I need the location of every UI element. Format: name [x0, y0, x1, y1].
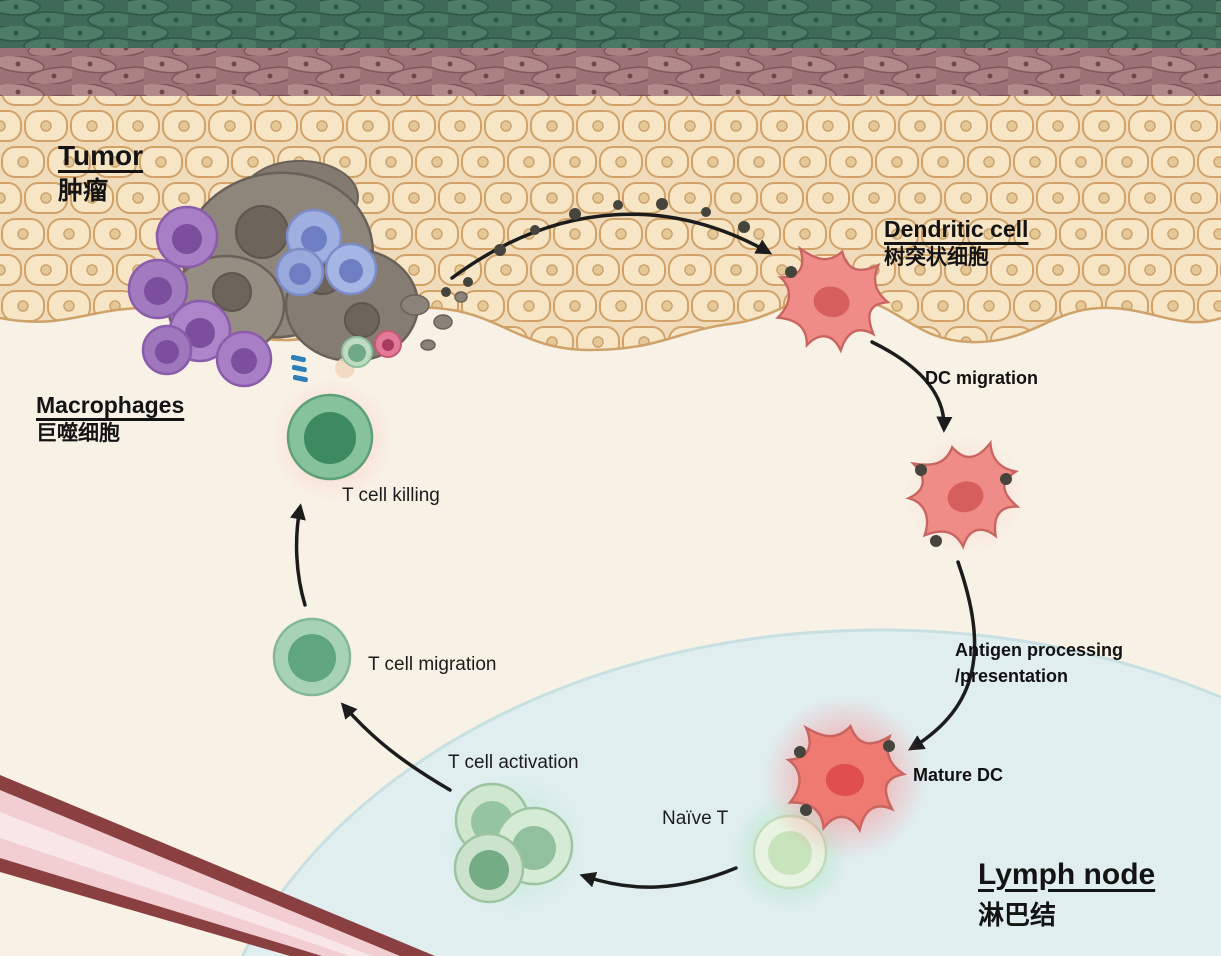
tumor-base-cells: [290, 330, 402, 383]
dying-tumor-cell: [374, 330, 402, 358]
blue-cells: [275, 208, 378, 297]
antigen-dots: [441, 198, 750, 297]
lymph-node-label: Lymph node 淋巴结: [978, 858, 1155, 930]
macrophage-cells: [127, 205, 273, 388]
dendritic-cell-label-zh: 树突状细胞: [884, 246, 989, 270]
macrophages-label-en: Macrophages: [36, 392, 185, 418]
antigen-processing-line1: Antigen processing: [955, 640, 1124, 660]
arrow-activation-to-migration: [340, 702, 452, 792]
presented-antigens: [794, 740, 895, 816]
lymph-node-label-en: Lymph node: [978, 858, 1156, 891]
immune-synapse-icon: [290, 354, 308, 383]
tumor-label-en: Tumor: [58, 140, 144, 171]
blood-vessel: [0, 775, 435, 956]
arrow-naive-to-activation: [579, 866, 738, 889]
vessel-lumen: [0, 790, 400, 956]
macrophages-label: Macrophages 巨噬细胞: [36, 392, 184, 447]
arrow-migration-to-killing: [290, 503, 307, 607]
lymph-node-label-zh: 淋巴结: [978, 899, 1057, 930]
dendritic-cell-label: Dendritic cell 树突状细胞: [884, 216, 1028, 271]
dendritic-cell-1: [766, 239, 898, 361]
antigen-processing-line2: /presentation: [955, 666, 1069, 687]
t-cell-activation-cluster: [443, 773, 587, 917]
captured-antigens: [915, 464, 1012, 547]
blue-cell: [275, 247, 325, 297]
arrow-dc-migration: [870, 340, 953, 433]
muscle-band-top: [0, 0, 1221, 52]
antigen-processing-label: Antigen processing /presentation: [955, 637, 1123, 689]
vessel-center-stripe: [0, 812, 372, 956]
dendritic-cell-label-en: Dendritic cell: [884, 216, 1029, 242]
antigen-dot: [785, 266, 797, 278]
cycle-arrows: [290, 212, 977, 889]
t-cell-killing-cell: [270, 378, 394, 502]
t-cell-migration-label: T cell migration: [368, 654, 497, 675]
t-cell-migration-cell: [272, 617, 352, 697]
t-cell-killing-label: T cell killing: [342, 485, 440, 506]
arrow-antigen-presentation: [907, 560, 977, 751]
macrophage-cell: [141, 324, 193, 376]
dendritic-cell-2: [897, 431, 1033, 559]
activated-t-cell: [453, 832, 525, 904]
mature-dc-label: Mature DC: [913, 765, 1004, 785]
vessel-wall: [0, 775, 435, 956]
tumor-label-zh: 肿瘤: [58, 177, 109, 206]
macrophages-label-zh: 巨噬细胞: [36, 422, 120, 446]
macrophage-cell: [155, 205, 219, 269]
small-t-cell: [341, 336, 373, 368]
tumor-label: Tumor 肿瘤: [58, 140, 143, 206]
t-cell-activation-label: T cell activation: [448, 752, 579, 773]
dc-migration-label: DC migration: [925, 368, 1039, 388]
mature-dendritic-cell: [763, 696, 927, 860]
tumor-debris: [400, 291, 468, 351]
macrophage-cell: [215, 330, 273, 388]
submucosa-band: [0, 48, 1221, 100]
naive-t-label: Naïve T: [662, 808, 729, 829]
blue-cell: [324, 242, 378, 296]
macrophage-cell: [127, 258, 189, 320]
